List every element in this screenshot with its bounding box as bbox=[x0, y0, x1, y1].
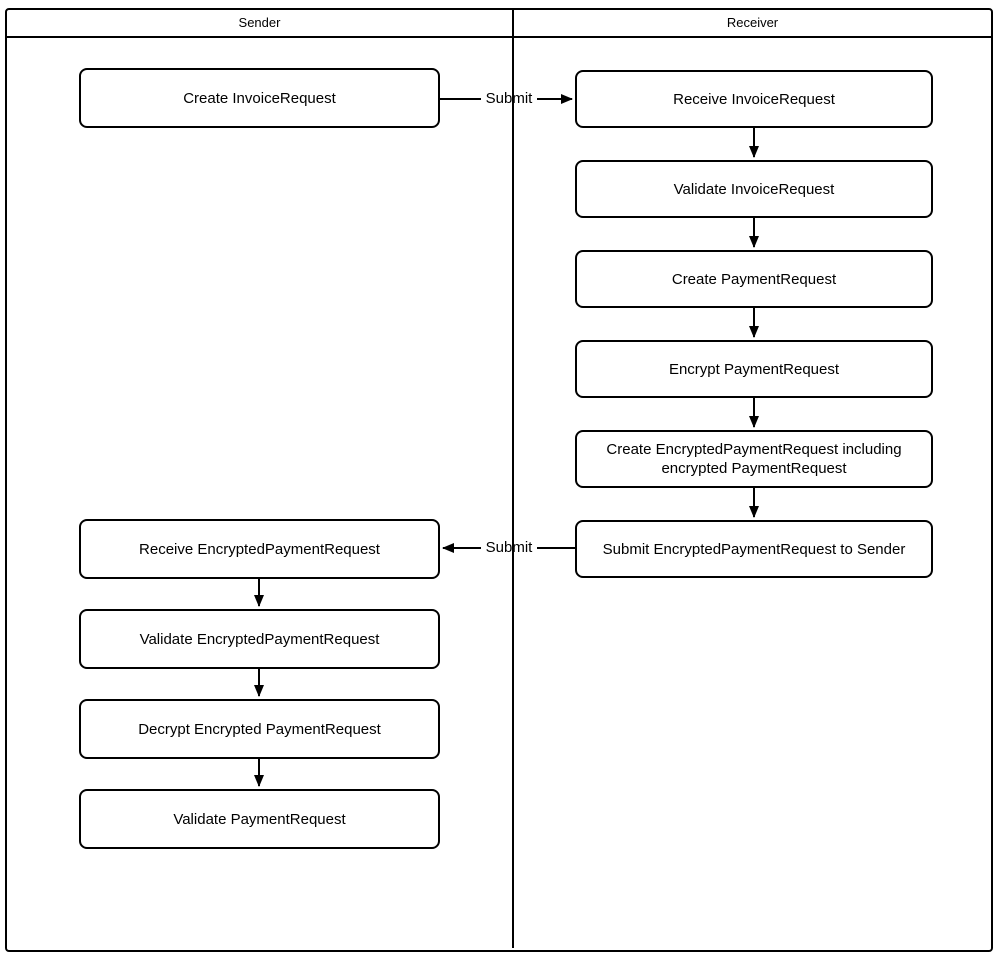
node-label: Receive InvoiceRequest bbox=[673, 90, 835, 108]
node-encrypt-paymentrequest: Encrypt PaymentRequest bbox=[575, 340, 933, 398]
node-label: Create PaymentRequest bbox=[671, 270, 837, 288]
node-receive-invoicerequest: Receive InvoiceRequest bbox=[575, 70, 933, 128]
node-label: Submit EncryptedPaymentRequest to Sender bbox=[602, 540, 906, 558]
node-label: Validate PaymentRequest bbox=[173, 810, 346, 828]
node-create-encryptedpaymentrequest: Create EncryptedPaymentRequest including… bbox=[575, 430, 933, 488]
header-separator-line bbox=[5, 36, 993, 38]
node-create-invoicerequest: Create InvoiceRequest bbox=[79, 68, 440, 128]
node-validate-invoicerequest: Validate InvoiceRequest bbox=[575, 160, 933, 218]
node-label: Create InvoiceRequest bbox=[183, 89, 336, 107]
edge-label-submit-invoice: Submit bbox=[485, 90, 533, 107]
node-decrypt-encrypted-paymentrequest: Decrypt Encrypted PaymentRequest bbox=[79, 699, 440, 759]
node-label: Validate InvoiceRequest bbox=[673, 180, 835, 198]
node-receive-encryptedpaymentrequest: Receive EncryptedPaymentRequest bbox=[79, 519, 440, 579]
node-label: Encrypt PaymentRequest bbox=[668, 360, 840, 378]
lane-divider-line bbox=[512, 8, 514, 948]
node-label: Create EncryptedPaymentRequest including… bbox=[606, 441, 902, 477]
lane-title-sender: Sender bbox=[238, 15, 281, 30]
node-validate-paymentrequest: Validate PaymentRequest bbox=[79, 789, 440, 849]
pool-border bbox=[5, 8, 993, 952]
node-create-paymentrequest: Create PaymentRequest bbox=[575, 250, 933, 308]
node-label: Validate EncryptedPaymentRequest bbox=[139, 630, 380, 648]
node-label: Receive EncryptedPaymentRequest bbox=[139, 540, 380, 558]
lane-title-receiver: Receiver bbox=[726, 15, 779, 30]
edge-label-submit-encrypted-payment: Submit bbox=[485, 539, 533, 556]
node-label: Decrypt Encrypted PaymentRequest bbox=[138, 720, 381, 738]
node-validate-encryptedpaymentrequest: Validate EncryptedPaymentRequest bbox=[79, 609, 440, 669]
node-submit-encryptedpaymentrequest-to-sender: Submit EncryptedPaymentRequest to Sender bbox=[575, 520, 933, 578]
